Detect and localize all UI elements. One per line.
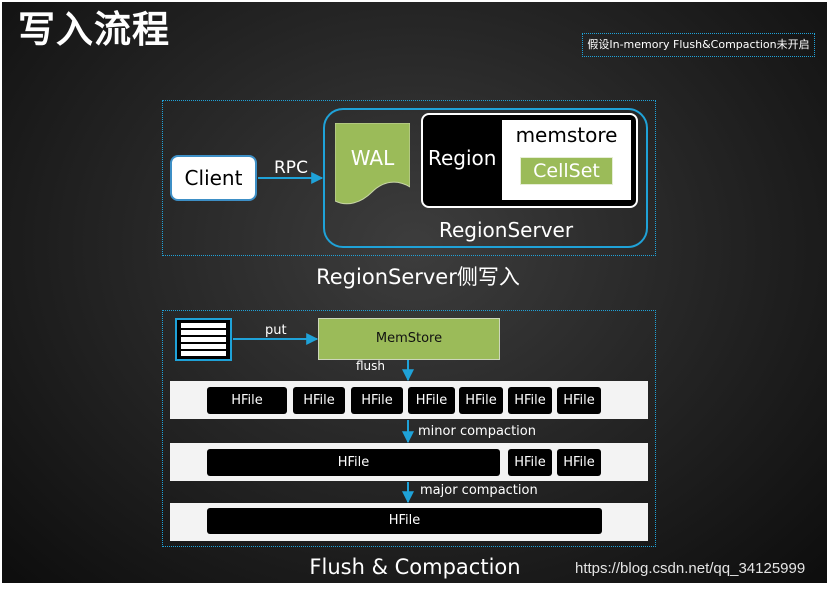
hfile-block: HFile [557,449,601,476]
wal-label: WAL [350,146,395,170]
memstore-box: memstore CellSet [502,120,631,200]
watermark-url: https://blog.csdn.net/qq_34125999 [575,560,806,577]
wal-document: WAL [335,123,410,205]
wal-document-shape [335,123,410,205]
hfile-block: HFile [293,387,345,414]
major-compaction-label: major compaction [420,483,538,498]
memstore-label: memstore [515,123,618,147]
hfile-block: HFile [207,449,500,476]
region-label: Region [428,146,497,170]
stacked-rows-icon [175,318,232,361]
hfile-row-after-major-compaction: HFile [170,503,648,541]
cellset-box: CellSet [520,157,613,185]
flush-compaction-diagram [162,310,656,547]
hfile-block: HFile [207,508,602,534]
regionserver-write-caption: RegionServer侧写入 [316,265,520,289]
hfile-block: HFile [351,387,403,414]
hfile-block: HFile [459,387,503,414]
region-box: Region memstore CellSet [421,113,638,208]
regionserver-write-diagram [162,100,656,256]
hfile-block: HFile [508,449,552,476]
hfile-row-after-flush: HFile HFile HFile HFile HFile HFile HFil… [170,381,648,419]
minor-compaction-label: minor compaction [418,424,536,439]
flush-compaction-caption: Flush & Compaction [309,555,521,579]
hfile-block: HFile [508,387,552,414]
memstore-block: MemStore [318,318,500,360]
assumption-note: 假设In-memory Flush&Compaction未开启 [582,33,815,57]
client-box: Client [170,155,257,201]
hfile-block: HFile [557,387,601,414]
slide-title: 写入流程 [18,8,170,51]
rpc-label: RPC [274,158,308,178]
regionserver-label: RegionServer [439,218,574,242]
put-label: put [265,323,287,338]
regionserver-box: WAL Region memstore CellSet RegionServer [323,108,648,248]
flush-label: flush [356,359,386,373]
hfile-block: HFile [207,387,287,414]
hfile-row-after-minor-compaction: HFile HFile HFile [170,443,648,481]
hfile-block: HFile [408,387,455,414]
